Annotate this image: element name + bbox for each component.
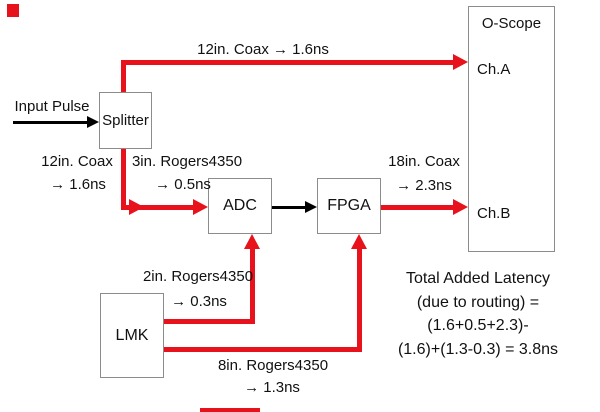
coax12-top-label: 12in. Coax → 1.6ns (197, 41, 329, 58)
red-arrowhead-chb (453, 199, 468, 215)
path-lmk-to-adc-horizontal (164, 319, 255, 324)
red-bottom-streak (200, 408, 260, 412)
wire-adc-to-fpga (272, 206, 306, 209)
black-arrowhead-fpga-in (305, 201, 317, 213)
summary-line-1: Total Added Latency (405, 270, 551, 287)
fpga-label: FPGA (327, 197, 371, 214)
splitter-label: Splitter (102, 112, 149, 129)
summary-line-3: (1.6+0.5+2.3)- (427, 317, 529, 334)
red-arrowhead-adc-clock (244, 234, 260, 249)
red-corner-mark (7, 4, 19, 17)
path-splitter-down-vertical (121, 148, 126, 210)
path-splitter-to-adc-horizontal (121, 205, 195, 210)
splitter-box: Splitter (99, 92, 152, 149)
lmk-box: LMK (100, 293, 164, 378)
coax12-left-label-line2: → 1.6ns (50, 176, 106, 193)
wire-input-pulse (13, 121, 88, 124)
red-arrowhead-adc-in (193, 199, 208, 215)
adc-box: ADC (208, 178, 272, 234)
rogers2-label-line1: 2in. Rogers4350 (142, 268, 254, 285)
rogers2-label-line2: → 0.3ns (171, 293, 227, 310)
oscope-title: O-Scope (481, 15, 542, 32)
path-splitter-to-cha-vertical (121, 60, 126, 93)
coax18-label-line2: → 2.3ns (396, 177, 452, 194)
total-latency-summary: Total Added Latency (due to routing) = (… (398, 267, 558, 361)
oscope-box: O-Scope Ch.A Ch.B (468, 6, 555, 252)
channel-a-label: Ch.A (477, 61, 511, 78)
red-arrowhead-fpga-clock (351, 234, 367, 249)
coax18-label-line1: 18in. Coax (388, 153, 460, 170)
red-arrowhead-cha (453, 54, 468, 70)
black-arrowhead-splitter-in (87, 116, 99, 128)
channel-b-label: Ch.B (477, 205, 511, 222)
summary-line-2: (due to routing) = (416, 293, 540, 311)
fpga-box: FPGA (317, 178, 381, 234)
red-arrowhead-coax-end (129, 199, 144, 215)
summary-line-4: (1.6)+(1.3-0.3) = 3.8ns (397, 340, 559, 358)
rogers8-label-line2: → 1.3ns (244, 379, 300, 396)
lmk-label: LMK (115, 326, 149, 344)
rogers8-label-line1: 8in. Rogers4350 (217, 357, 329, 374)
path-splitter-to-cha-horizontal (121, 60, 453, 65)
path-fpga-to-chb-horizontal (381, 205, 453, 210)
input-pulse-label: Input Pulse (14, 98, 90, 115)
rogers3-label-line1: 3in. Rogers4350 (131, 153, 243, 170)
adc-label: ADC (223, 197, 257, 214)
path-lmk-to-fpga-horizontal (164, 347, 362, 352)
path-lmk-to-adc-vertical (250, 246, 255, 324)
path-lmk-to-fpga-vertical (357, 246, 362, 352)
rogers3-label-line2: → 0.5ns (155, 176, 211, 193)
coax12-left-label-line1: 12in. Coax (41, 153, 113, 170)
